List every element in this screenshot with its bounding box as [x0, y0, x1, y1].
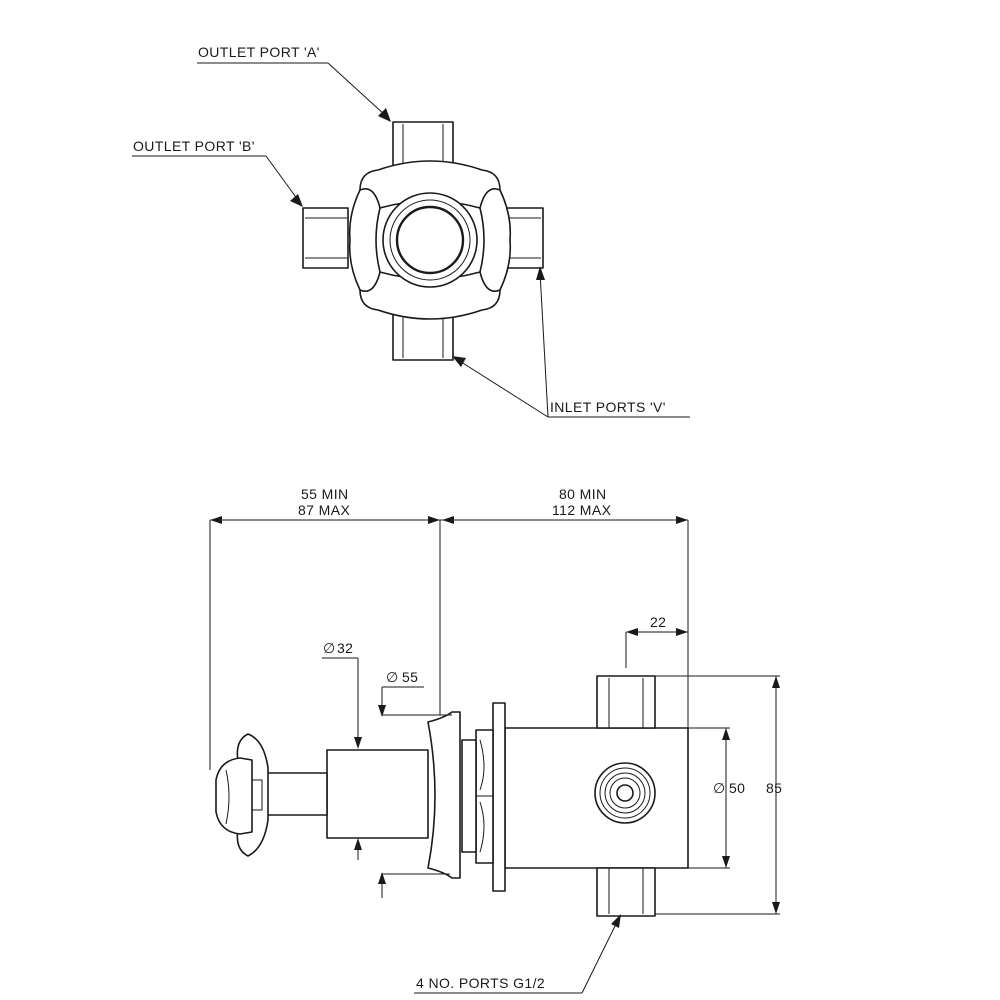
dim-flange-diameter-symbol: ∅: [386, 669, 399, 685]
flange-plate: [492, 702, 506, 892]
dim-body-height: 85: [655, 675, 782, 915]
outlet-a-callout: OUTLET PORT 'A': [197, 44, 391, 122]
lock-nut: [475, 729, 494, 864]
side-bottom-port: [596, 867, 656, 917]
dim-left-min-label: 55 MIN: [301, 486, 349, 502]
dim-left-span: 55 MIN 87 MAX: [209, 486, 440, 770]
dim-port-offset-label: 22: [650, 614, 666, 630]
side-view: 55 MIN 87 MAX 80 MIN 112 MAX 22: [209, 486, 782, 994]
inlet-ports-callout: INLET PORTS 'V': [452, 266, 690, 418]
spindle-body: [326, 749, 429, 839]
inlet-ports-label: INLET PORTS 'V': [550, 399, 666, 415]
dim-spindle-diameter-symbol: ∅: [323, 640, 336, 656]
ports-note-callout: 4 NO. PORTS G1/2: [414, 914, 621, 994]
side-top-port: [596, 675, 656, 729]
wing-handle: [215, 733, 269, 857]
top-view: OUTLET PORT 'A' OUTLET PORT 'B' INLET PO…: [132, 44, 690, 418]
dim-right-max-label: 112 MAX: [552, 502, 612, 518]
outlet-port-a-label: OUTLET PORT 'A': [198, 44, 320, 60]
ports-note-label: 4 NO. PORTS G1/2: [416, 975, 545, 991]
dim-body-diameter-label: 50: [729, 780, 745, 796]
dim-body-diameter: ∅ 50: [688, 727, 745, 869]
cover-flange: [427, 711, 461, 879]
dim-body-height-label: 85: [766, 780, 782, 796]
dim-right-span: 80 MIN 112 MAX: [439, 486, 689, 728]
dim-spindle-diameter-label: 32: [337, 640, 353, 656]
front-inlet-port: [594, 762, 656, 824]
cross-handle: [348, 160, 512, 320]
spindle-stem: [261, 772, 328, 816]
dim-flange-diameter: ∅ 55: [378, 669, 452, 898]
hub-middle-ring: [389, 199, 471, 281]
outlet-port-b: [302, 207, 349, 269]
dim-spindle-diameter: ∅ 32: [322, 640, 362, 860]
dim-body-diameter-symbol: ∅: [713, 780, 726, 796]
spindle-sleeve: [461, 739, 477, 853]
valve-body: [504, 727, 689, 869]
hub-inner-ring: [395, 205, 465, 275]
outlet-port-b-label: OUTLET PORT 'B': [133, 138, 255, 154]
dim-flange-diameter-label: 55: [402, 669, 418, 685]
outlet-b-callout: OUTLET PORT 'B': [132, 138, 303, 207]
dim-port-offset: 22: [625, 614, 688, 668]
dim-right-min-label: 80 MIN: [559, 486, 607, 502]
dim-left-max-label: 87 MAX: [298, 502, 350, 518]
